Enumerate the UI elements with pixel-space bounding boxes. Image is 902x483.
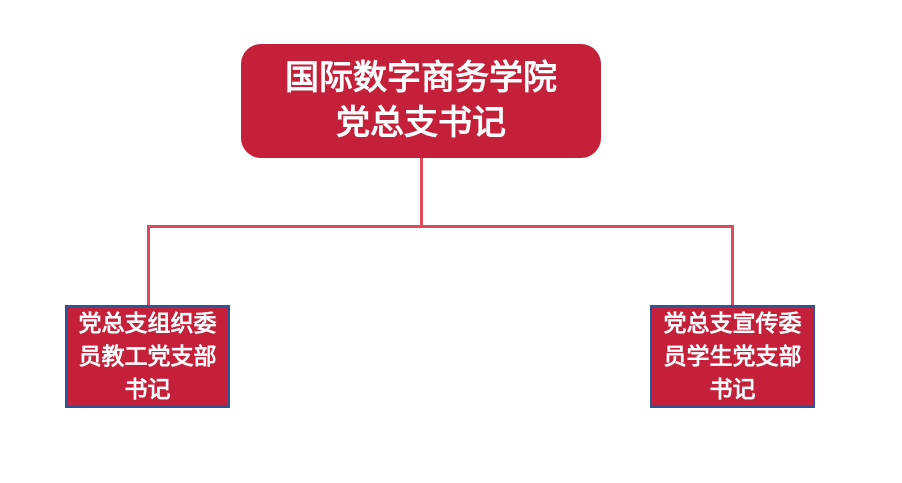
connector-horizontal-bar (147, 225, 734, 228)
org-node-root: 国际数字商务学院 党总支书记 (241, 44, 601, 158)
connector-root-stem (420, 158, 423, 226)
connector-left-drop (147, 225, 150, 305)
org-node-org-committee: 党总支组织委 员教工党支部 书记 (65, 305, 230, 408)
org-node-org-committee-label: 党总支组织委 员教工党支部 书记 (78, 310, 217, 402)
org-node-root-label: 国际数字商务学院 党总支书记 (285, 59, 557, 142)
connector-right-drop (731, 225, 734, 305)
org-node-publicity-committee: 党总支宣传委 员学生党支部 书记 (650, 305, 815, 408)
org-node-publicity-committee-label: 党总支宣传委 员学生党支部 书记 (663, 310, 802, 402)
